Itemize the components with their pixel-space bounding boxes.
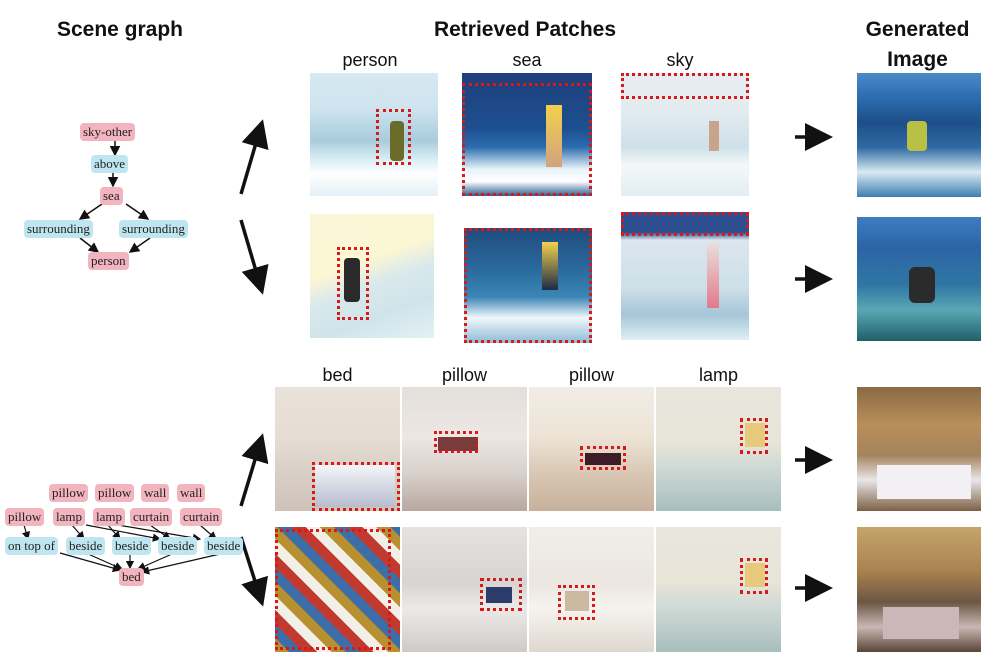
graph-node-beside-d: beside — [204, 537, 244, 555]
patch-box — [480, 578, 522, 611]
graph-node-pillow-b: pillow — [95, 484, 135, 502]
graph-node-surrounding-left: surrounding — [24, 220, 93, 238]
patch-person-row1 — [310, 73, 438, 196]
patch-bed-row1 — [275, 387, 400, 511]
graph-node-beside-a: beside — [66, 537, 106, 555]
patch-box — [740, 558, 768, 594]
graph-node-lamp-b: lamp — [93, 508, 125, 526]
patch-sky-row1 — [621, 73, 749, 196]
patch-sea-row1 — [462, 73, 592, 196]
graph-node-pillow-a: pillow — [49, 484, 89, 502]
patch-pillow-row1a — [402, 387, 527, 511]
patch-box — [464, 228, 592, 343]
graph-node-lamp-a: lamp — [53, 508, 85, 526]
patch-bed-row2 — [275, 527, 400, 652]
patch-label-bed: bed — [322, 365, 353, 385]
generated-image-beach-1 — [857, 73, 981, 197]
patch-sky-row2 — [621, 212, 749, 340]
patch-label-pillow-1: pillow — [441, 365, 488, 385]
graph-node-surrounding-right: surrounding — [119, 220, 188, 238]
patch-box — [558, 585, 595, 620]
graph-node-bed: bed — [119, 568, 144, 586]
patch-pillow-row2b — [529, 527, 654, 652]
patch-label-sea: sea — [512, 50, 542, 70]
patch-lamp-row1 — [656, 387, 781, 511]
graph-node-curtain-b: curtain — [180, 508, 223, 526]
patch-box — [275, 529, 391, 650]
graph-node-on-top-of: on top of — [5, 537, 58, 555]
patch-label-sky: sky — [666, 50, 694, 70]
graph-node-person: person — [88, 252, 129, 270]
graph-node-wall-b: wall — [177, 484, 206, 502]
patch-pillow-row1b — [529, 387, 654, 511]
patch-pillow-row2a — [402, 527, 527, 652]
graph-node-beside-b: beside — [112, 537, 152, 555]
scene-graph-header: Scene graph — [56, 18, 184, 41]
patch-label-pillow-2: pillow — [568, 365, 615, 385]
graph-node-sea: sea — [100, 187, 123, 205]
patch-label-lamp: lamp — [698, 365, 738, 385]
patch-box — [621, 212, 749, 236]
patch-label-person: person — [342, 50, 398, 70]
patch-box — [337, 247, 369, 320]
patch-box — [312, 462, 400, 511]
generated-image-header-line1: Generated — [865, 18, 970, 41]
graph-node-pillow-c: pillow — [5, 508, 45, 526]
patch-box — [376, 109, 411, 165]
graph-node-beside-c: beside — [158, 537, 198, 555]
patch-lamp-row2 — [656, 527, 781, 652]
patch-person-row2 — [310, 214, 434, 338]
patch-box — [580, 446, 626, 470]
generated-image-beach-2 — [857, 217, 981, 341]
patch-box — [621, 73, 749, 99]
patch-box — [740, 418, 768, 454]
graph-node-curtain-a: curtain — [130, 508, 173, 526]
patch-sea-row2 — [464, 228, 592, 343]
graph-node-wall-a: wall — [141, 484, 170, 502]
patch-box — [462, 83, 592, 196]
patch-box — [434, 431, 478, 453]
graph-node-sky-other: sky-other — [80, 123, 136, 141]
generated-image-bedroom-2 — [857, 527, 981, 652]
generated-image-bedroom-1 — [857, 387, 981, 511]
retrieved-patches-header: Retrieved Patches — [433, 18, 617, 41]
graph-node-above: above — [91, 155, 129, 173]
generated-image-header-line2: Image — [887, 48, 948, 71]
